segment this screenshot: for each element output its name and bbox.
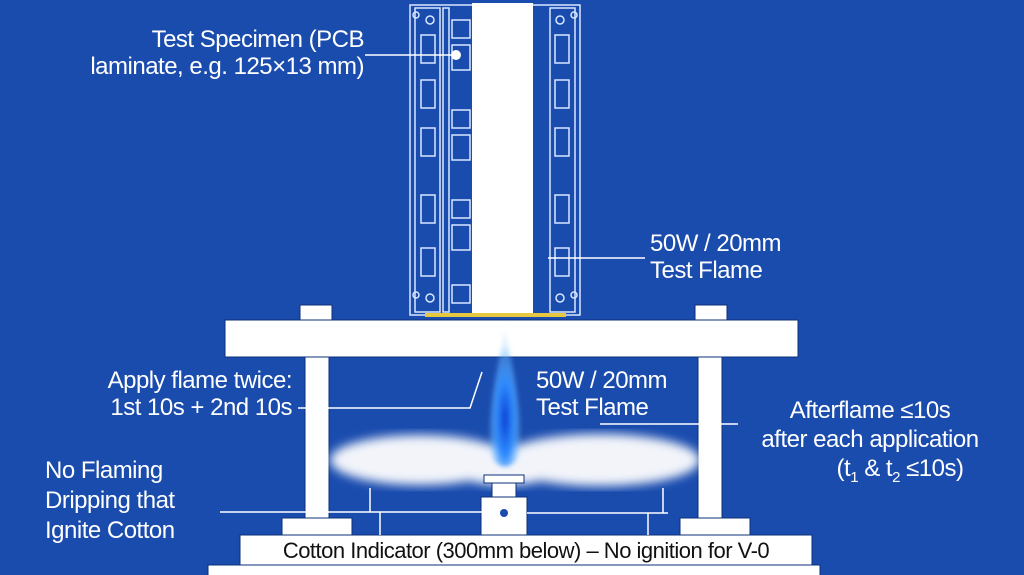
specimen-strip	[472, 3, 533, 315]
apply-label: Apply flame twice: 1st 10s + 2nd 10s	[107, 367, 293, 421]
flame-mid-line1: 50W / 20mm	[536, 367, 668, 394]
dripping-line2: Dripping that	[45, 487, 175, 514]
afterflame-text: & t	[858, 455, 893, 482]
apply-line2: 1st 10s + 2nd 10s	[110, 394, 292, 421]
apply-line1: Apply flame twice:	[107, 367, 293, 394]
flame-top-line2: Test Flame	[650, 257, 763, 284]
test-flame	[489, 330, 521, 467]
afterflame-text: ≤10s)	[899, 455, 964, 482]
dripping-label: No Flaming Dripping that Ignite Cotton	[45, 456, 175, 546]
base-caption: Cotton Indicator (300mm below) – No igni…	[282, 538, 770, 563]
specimen-label-line1: Test Specimen (PCB	[151, 26, 365, 53]
test-stand	[207, 304, 821, 575]
afterflame-line2: after each application	[761, 426, 979, 453]
cotton-indicator	[330, 434, 700, 486]
afterflame-line1: Afterflame ≤10s	[789, 397, 951, 424]
leader-dot	[451, 50, 461, 60]
flame-mid-label: 50W / 20mm Test Flame	[536, 367, 668, 421]
dripping-line3: Ignite Cotton	[45, 517, 175, 544]
afterflame-text: (t	[836, 455, 851, 482]
dripping-line1: No Flaming	[45, 457, 163, 484]
afterflame-label: Afterflame ≤10s after each application (…	[736, 396, 1004, 492]
specimen-label: Test Specimen (PCB laminate, e.g. 125×13…	[90, 26, 364, 80]
specimen-label-line2: laminate, e.g. 125×13 mm)	[90, 53, 364, 80]
flame-top-label: 50W / 20mm Test Flame	[650, 230, 782, 284]
afterflame-line3: (t1 & t2 ≤10s)	[736, 454, 1004, 492]
specimen-edge	[425, 313, 566, 317]
afterflame-sub: 1	[850, 468, 859, 486]
flame-mid-line2: Test Flame	[536, 394, 649, 421]
afterflame-sub: 2	[892, 468, 900, 486]
burner-valve-icon	[500, 509, 508, 517]
leader-lines	[220, 54, 738, 535]
flame-top-line1: 50W / 20mm	[650, 230, 782, 257]
